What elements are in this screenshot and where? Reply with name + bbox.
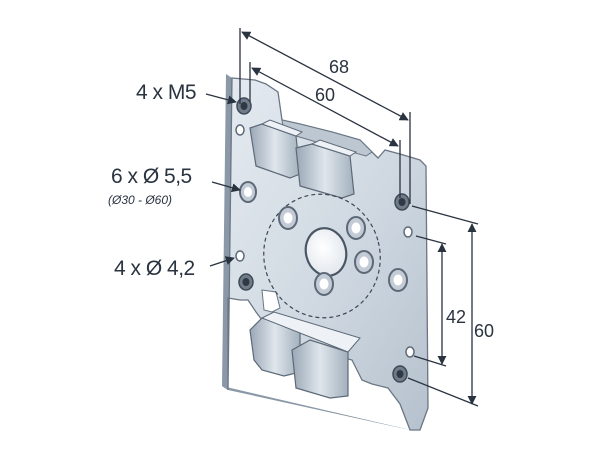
plate-left-edge xyxy=(222,74,232,390)
plate-bottom-edge xyxy=(222,386,410,430)
dim-label-inner-height: 42 xyxy=(446,307,467,327)
dim-label-outer-width: 68 xyxy=(329,57,350,77)
dim-label-outer-height: 60 xyxy=(474,321,495,341)
callout-m5: 4 x M5 xyxy=(136,81,197,104)
dimension-inner-width xyxy=(249,62,401,198)
center-hole xyxy=(304,227,348,277)
hole-42 xyxy=(405,346,415,358)
hole-42 xyxy=(235,124,245,136)
plate-side-slot xyxy=(261,289,281,313)
leader-m5 xyxy=(205,93,237,105)
holes-42 xyxy=(235,124,415,358)
leader-hole55 xyxy=(211,181,241,193)
bottom-flange-right xyxy=(291,339,349,399)
callout-hole55: 6 x Ø 5,5 xyxy=(111,165,192,188)
bottom-flanges xyxy=(249,311,361,399)
holes-55 xyxy=(239,181,408,296)
hole-42 xyxy=(235,250,245,262)
dim-label-inner-width: 60 xyxy=(315,85,336,105)
bolt-circle xyxy=(263,193,381,319)
leader-hole42 xyxy=(209,256,235,267)
dimension-heights xyxy=(407,205,479,407)
leader-lines xyxy=(205,93,241,267)
hole-42 xyxy=(403,226,413,238)
callout-hole55-range: (Ø30 - Ø60) xyxy=(108,193,173,207)
callout-hole42: 4 x Ø 4,2 xyxy=(114,257,195,280)
